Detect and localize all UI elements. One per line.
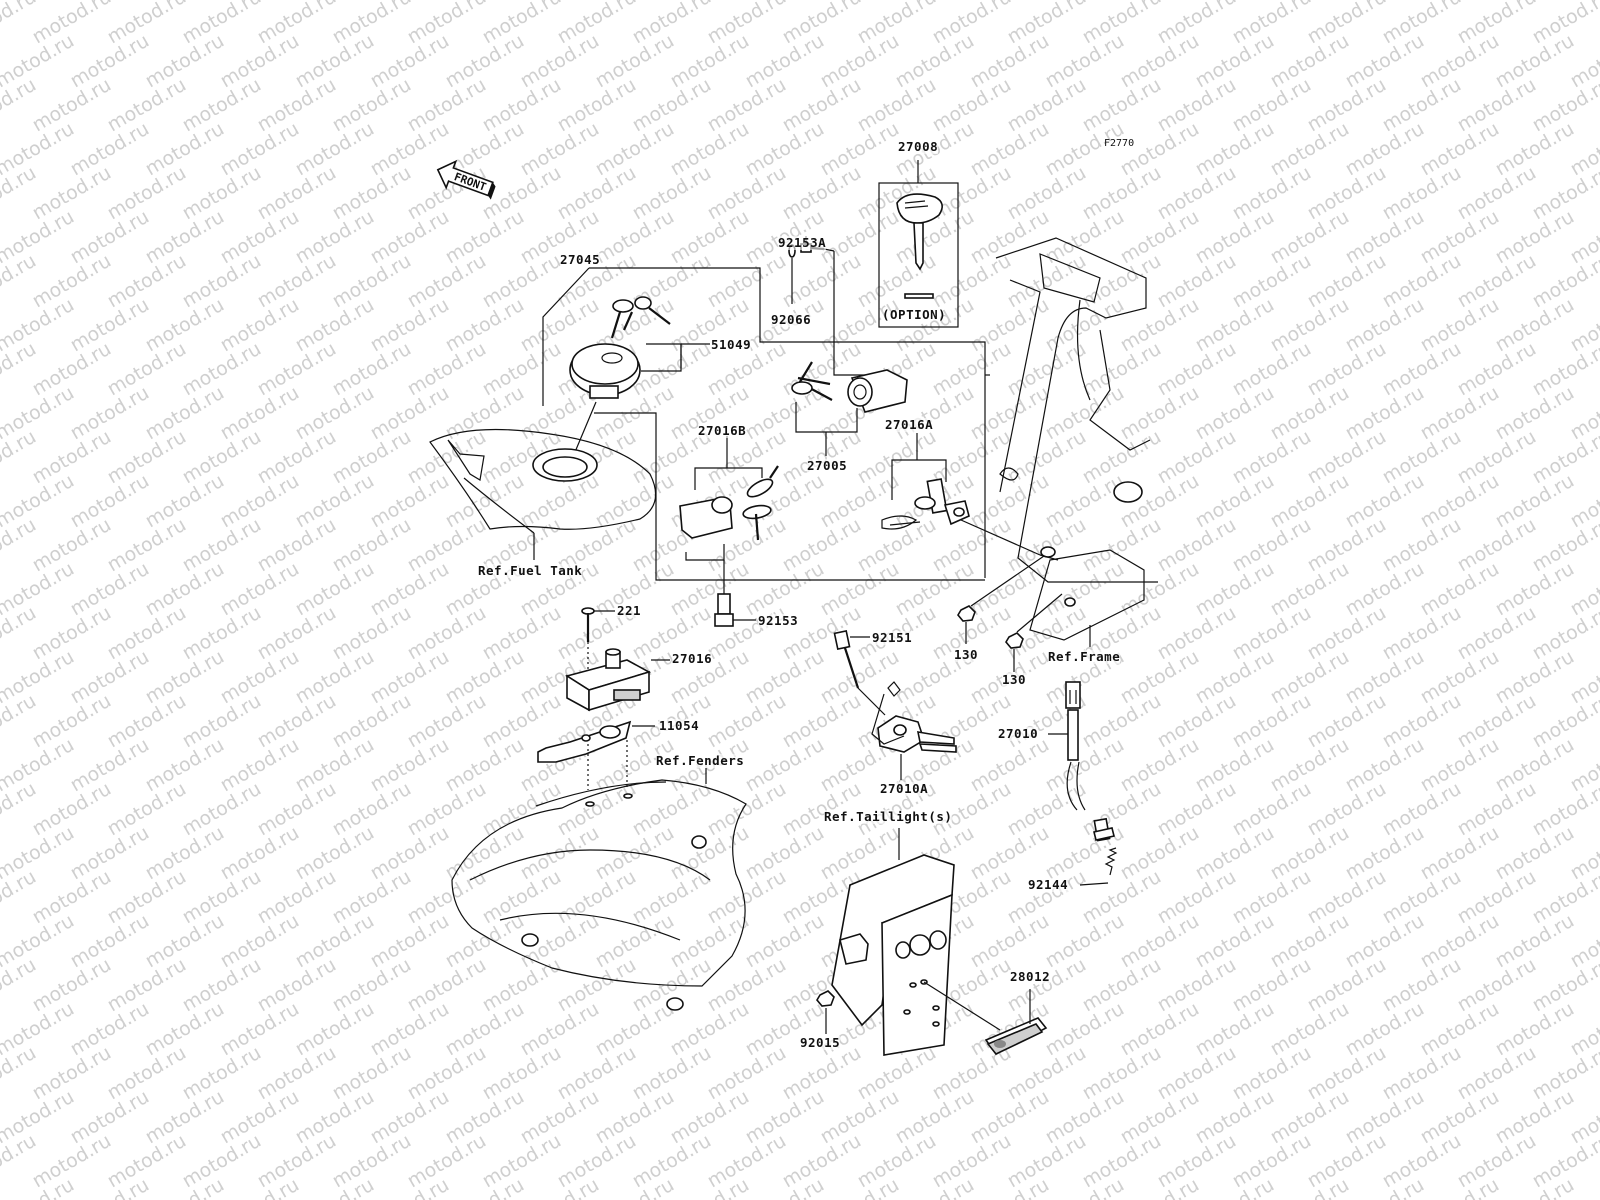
part-27045-label[interactable]: 27045 xyxy=(560,252,601,267)
screw-92153A-icon xyxy=(800,236,878,376)
nut-130-right-icon xyxy=(1005,632,1024,672)
part-130-right-label[interactable]: 130 xyxy=(1002,672,1027,687)
part-130-left-label[interactable]: 130 xyxy=(954,647,979,662)
option-label: (OPTION) xyxy=(882,307,947,322)
frame-drawing xyxy=(995,237,1158,641)
fuel-tank-drawing xyxy=(429,428,657,534)
part-221-label[interactable]: 221 xyxy=(617,603,642,618)
part-28012-label[interactable]: 28012 xyxy=(1010,969,1051,984)
part-92153-label[interactable]: 92153 xyxy=(758,613,799,628)
ref-frame-label[interactable]: Ref.Frame xyxy=(1048,649,1121,664)
part-27010-label[interactable]: 27010 xyxy=(998,726,1039,741)
part-92144-label[interactable]: 92144 xyxy=(1028,877,1069,892)
part-27016B-label[interactable]: 27016B xyxy=(698,423,747,438)
washer-92066-icon xyxy=(788,244,796,304)
option-key-icon xyxy=(896,193,943,299)
bolt-92153-icon xyxy=(714,593,756,627)
nut-130-left-icon xyxy=(957,605,976,644)
part-92015-label[interactable]: 92015 xyxy=(800,1035,841,1050)
ref-taillight-label[interactable]: Ref.Taillight(s) xyxy=(824,809,953,824)
front-arrow-icon: FRONT xyxy=(436,159,496,200)
part-11054-label[interactable]: 11054 xyxy=(659,718,700,733)
lock-27016B-icon xyxy=(679,465,779,541)
ref-fenders-label[interactable]: Ref.Fenders xyxy=(656,753,745,768)
part-27016-label[interactable]: 27016 xyxy=(672,651,713,666)
part-27008-label[interactable]: 27008 xyxy=(898,139,939,154)
ignition-switch-27005-icon xyxy=(791,361,908,413)
lock-27016-icon xyxy=(565,648,670,712)
part-51049-label[interactable]: 51049 xyxy=(711,337,752,352)
fuel-cap-icon xyxy=(569,343,641,399)
part-92153A-label[interactable]: 92153A xyxy=(778,235,827,250)
part-92066-label[interactable]: 92066 xyxy=(771,312,812,327)
switch-27010-icon xyxy=(1048,681,1118,886)
ref-fuel-tank-label[interactable]: Ref.Fuel Tank xyxy=(478,563,583,578)
nut-92015-icon xyxy=(816,990,835,1034)
switch-27010A-icon xyxy=(871,681,957,753)
part-27005-label[interactable]: 27005 xyxy=(807,458,848,473)
bolt-92151-icon xyxy=(833,629,886,716)
fender-drawing xyxy=(451,779,747,1011)
part-27010A-label[interactable]: 27010A xyxy=(880,781,929,796)
taillight-bracket-drawing xyxy=(831,854,955,1056)
part-27016A-label[interactable]: 27016A xyxy=(885,417,934,432)
reflector-28012-icon xyxy=(984,989,1048,1056)
part-92151-label[interactable]: 92151 xyxy=(872,630,913,645)
diagram-code: F2770 xyxy=(1104,138,1135,149)
lock-27016A-icon xyxy=(881,478,970,530)
bracket-11054-icon xyxy=(537,720,655,790)
cap-keys-51049-icon xyxy=(610,296,671,339)
